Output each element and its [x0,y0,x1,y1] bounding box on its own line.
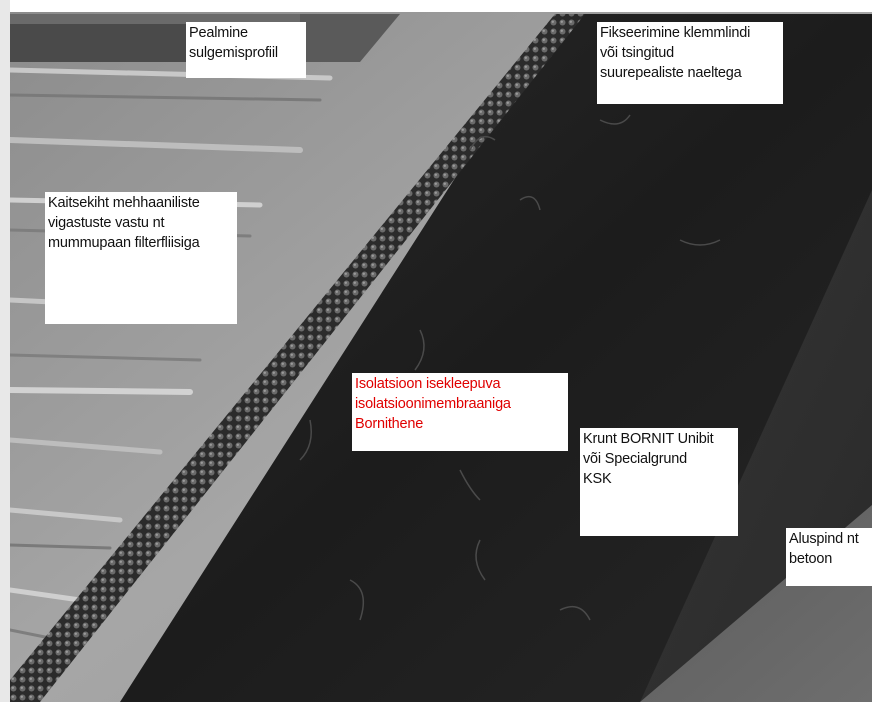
label-fixing: Fikseerimine klemmlindi või tsingitud su… [597,22,783,104]
label-top-profile: Pealmine sulgemisprofiil [186,22,306,78]
label-primer: Krunt BORNIT Unibit või Specialgrund KSK [580,428,738,536]
membrane-texture [299,114,721,621]
label-protection-layer: Kaitsekiht mehhaaniliste vigastuste vast… [45,192,237,324]
studded-edge-strip [10,14,585,702]
label-insulation: Isolatsioon isekleepuva isolatsioonimemb… [352,373,568,451]
label-substrate: Aluspind nt betoon [786,528,872,586]
